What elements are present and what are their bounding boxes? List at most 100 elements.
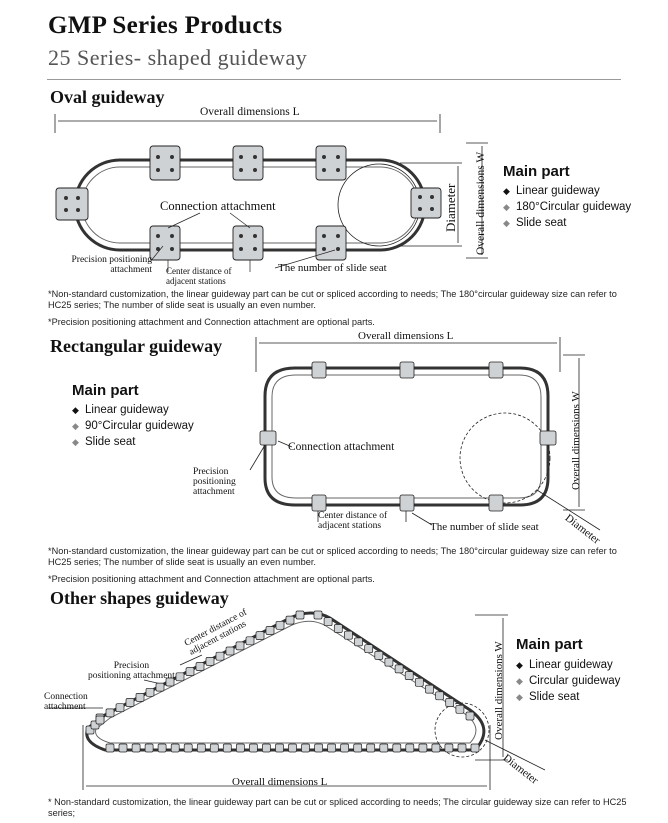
other-main-part-title: Main part [516, 636, 583, 653]
page-title: GMP Series Products [48, 12, 283, 39]
slide-seat [414, 677, 424, 687]
slide-seat [431, 743, 441, 753]
slide-seat [165, 677, 175, 687]
slide-seat [418, 743, 428, 753]
rect-heading: Rectangular guideway [50, 336, 223, 356]
slide-seat [327, 743, 336, 753]
other-dim-w-label: Overall dimensions W [493, 641, 505, 740]
rect-main-part-list: ◆Linear guideway ◆90°Circular guideway ◆… [72, 402, 194, 450]
slide-seat [144, 743, 154, 753]
slide-seat [135, 693, 145, 702]
slide-seat [333, 624, 343, 633]
page-subtitle: 25 Series- shaped guideway [48, 45, 308, 70]
main-part-item: ◆Linear guideway [516, 659, 613, 671]
rect-slide-count-label: The number of slide seat [430, 521, 539, 533]
other-dim-l-label: Overall dimensions L [232, 776, 328, 788]
rect-connection-label: Connection attachment [288, 441, 395, 453]
slide-seat [295, 610, 305, 620]
rect-main-part-title: Main part [72, 382, 139, 399]
slide-seat [125, 698, 135, 707]
slide-seat [404, 671, 414, 680]
main-part-item: ◆Circular guideway [516, 675, 621, 687]
oval-note-1: *Non-standard customization, the linear … [48, 289, 617, 310]
other-main-part-list: ◆Linear guideway ◆Circular guideway ◆Sli… [516, 657, 620, 705]
slide-seat [155, 682, 165, 692]
slide-seat [344, 630, 353, 640]
slide-seat [470, 743, 480, 753]
main-part-item: ◆180°Circular guideway [503, 201, 632, 213]
slide-seat [366, 743, 376, 753]
rect-note-2: *Precision positioning attachment and Co… [48, 574, 375, 584]
slide-seat [105, 708, 115, 718]
diamond-bullet-icon: ◆ [516, 692, 523, 702]
main-part-item: ◆Linear guideway [503, 185, 600, 197]
main-part-item: ◆Slide seat [516, 691, 580, 703]
slide-seat [105, 743, 115, 753]
oval-note-2: *Precision positioning attachment and Co… [48, 317, 375, 327]
slide-seat [209, 743, 219, 753]
slide-seat [170, 743, 180, 753]
oval-bolt-holes [64, 155, 434, 251]
oval-main-part-title: Main part [503, 163, 570, 180]
main-part-item: ◆Slide seat [72, 436, 136, 448]
slide-seat [249, 743, 258, 753]
other-note-1: * Non-standard customization, the linear… [48, 797, 627, 818]
slide-seat [275, 743, 284, 753]
slide-seat [236, 743, 245, 753]
slide-seat [205, 657, 215, 666]
slide-seat [245, 636, 255, 646]
diamond-bullet-icon: ◆ [72, 421, 79, 431]
slide-seat [379, 743, 389, 753]
diamond-bullet-icon: ◆ [503, 202, 510, 212]
slide-seat [131, 743, 141, 753]
other-slide-seats [85, 610, 480, 753]
slide-seat [157, 743, 167, 753]
slide-seat [340, 743, 349, 753]
main-part-item: ◆90°Circular guideway [72, 420, 194, 432]
slide-seat [392, 743, 402, 753]
slide-seat [95, 715, 105, 725]
main-part-item: ◆Slide seat [503, 217, 567, 229]
slide-seat [185, 667, 195, 676]
diamond-bullet-icon: ◆ [516, 660, 523, 670]
slide-seat [354, 637, 363, 647]
slide-seat [118, 743, 128, 753]
slide-seat [405, 743, 415, 753]
slide-seat [444, 743, 454, 753]
slide-seat [384, 657, 394, 667]
slide-seat [288, 743, 297, 753]
header-divider [47, 79, 621, 80]
slide-seat [314, 743, 323, 753]
slide-seat [301, 743, 310, 753]
diamond-bullet-icon: ◆ [503, 218, 510, 228]
slide-seat [445, 698, 455, 707]
slide-seat [235, 641, 245, 651]
slide-seat [285, 615, 295, 625]
slide-seat [394, 664, 404, 674]
slide-seat [215, 651, 225, 661]
oval-heading: Oval guideway [50, 87, 165, 107]
slide-seat [353, 743, 363, 753]
slide-seat [115, 703, 125, 713]
slide-seat [183, 743, 193, 753]
oval-connection-label: Connection attachment [160, 199, 276, 213]
slide-seat [262, 743, 271, 753]
diamond-bullet-icon: ◆ [503, 186, 510, 196]
slide-seat [225, 646, 235, 656]
rect-dim-l-label: Overall dimensions L [358, 330, 454, 342]
slide-seat [374, 651, 384, 660]
diamond-bullet-icon: ◆ [72, 437, 79, 447]
slide-seat [425, 684, 434, 694]
slide-seat [435, 691, 444, 701]
slide-seat [195, 662, 205, 671]
diamond-bullet-icon: ◆ [516, 676, 523, 686]
oval-slide-count-label: The number of slide seat [278, 262, 387, 274]
slide-seat [175, 672, 185, 682]
slide-seat [265, 626, 275, 635]
slide-seat [255, 631, 265, 640]
